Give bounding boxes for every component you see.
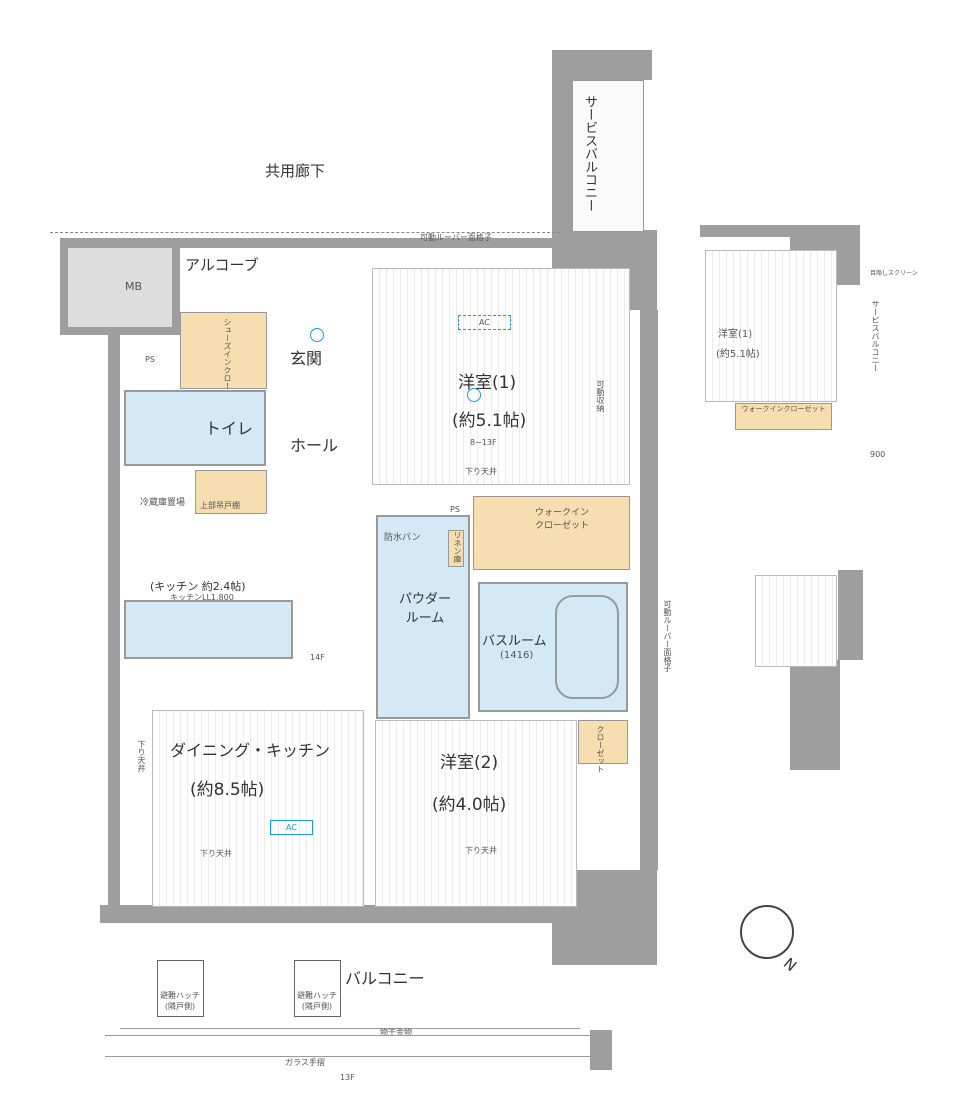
ps-label: PS	[145, 355, 155, 364]
wall	[108, 248, 120, 908]
balcony-label: バルコニー	[345, 969, 425, 988]
wic-label: ウォークインクローゼット	[535, 508, 590, 531]
ps2-label: PS	[450, 505, 460, 514]
upper-cabinet-label: 上部吊戸棚	[200, 501, 240, 510]
louver-label: 可動ルーバー面格子	[420, 233, 492, 242]
hatch2-label: 避難ハッチ(隣戸側)	[297, 991, 337, 1011]
dining-kitchen	[152, 710, 364, 907]
upper-cabinet	[195, 470, 267, 514]
inset-room	[755, 575, 837, 667]
louver-label-2: 可動ルーバー面格子	[663, 600, 672, 672]
ceiling-note: 8~13F	[470, 438, 497, 447]
wall	[100, 905, 640, 923]
western-room-1	[372, 268, 630, 485]
wall	[590, 1030, 612, 1070]
dk-size: (約8.5帖)	[190, 780, 265, 800]
corridor-line	[50, 232, 560, 233]
toilet-room	[124, 390, 266, 466]
western2-name: 洋室(2)	[440, 753, 499, 773]
walk-in-closet	[473, 496, 630, 570]
light-icon	[467, 388, 481, 402]
balcony-area	[120, 923, 580, 1029]
kitchen-counter	[124, 600, 293, 659]
wall	[552, 50, 572, 250]
floor-note-14f: 14F	[310, 653, 325, 662]
ac-unit: AC	[270, 820, 313, 835]
ac-unit: AC	[458, 315, 511, 330]
shoes-closet-label: シューズインクローク	[223, 318, 232, 398]
floor-13f-label: 13F	[340, 1073, 355, 1082]
hall-label: ホール	[290, 436, 339, 455]
bath-size: (1416)	[500, 650, 534, 661]
mb-box	[60, 240, 180, 335]
toilet-label: トイレ	[205, 419, 254, 438]
drying-label: 物干金物	[380, 1028, 412, 1037]
dk-name: ダイニング・キッチン	[170, 741, 331, 760]
powder-label: パウダールーム	[398, 592, 451, 626]
evacuation-hatch[interactable]	[157, 960, 204, 1017]
western2-size: (約4.0帖)	[432, 795, 507, 815]
kitchen-label: (キッチン 約2.4帖)	[150, 580, 246, 593]
mb-label: MB	[125, 280, 143, 293]
glass-rail-label: ガラス手摺	[285, 1058, 325, 1067]
western1-size: (約5.1帖)	[452, 411, 527, 431]
western1-name: 洋室(1)	[458, 373, 517, 393]
lowered-ceiling-note: 下り天井	[200, 849, 232, 858]
inset-service-balcony: サービスバルコニー	[871, 300, 880, 372]
lowered-ceiling-note: 下り天井	[465, 467, 497, 476]
alcove-label: アルコーブ	[185, 256, 259, 274]
inset-wall	[838, 570, 863, 660]
entrance-label: 玄関	[290, 349, 323, 368]
glass-railing	[105, 1035, 595, 1057]
inset-western1-size: (約5.1帖)	[716, 349, 760, 360]
inset-screen-label: 目隠しスクリーン	[870, 270, 918, 277]
waterproof-pan-label: 防水パン	[384, 533, 421, 543]
service-balcony-label: サービスバルコニー	[582, 95, 597, 212]
wall	[60, 238, 640, 248]
compass-icon	[740, 905, 794, 959]
fridge-label: 冷蔵庫置場	[140, 498, 186, 508]
inset-western1-name: 洋室(1)	[718, 329, 753, 340]
lowered-ceiling-note: 下り天井	[465, 846, 497, 855]
corridor-label: 共用廊下	[265, 162, 326, 180]
closet-label: クローゼット	[596, 725, 605, 773]
light-icon	[310, 328, 324, 342]
linen-label: リネン庫	[448, 530, 464, 567]
wall	[640, 310, 658, 870]
inset-wic: ウォークインクローゼット	[735, 403, 832, 430]
bath-label: バスルーム	[482, 634, 547, 649]
bathtub	[555, 595, 619, 699]
lowered-ceiling-note: 下り天井	[137, 740, 146, 772]
inset-wall	[790, 660, 840, 770]
sliding-storage-label: 可動収納	[596, 380, 605, 412]
inset-western-room-1	[705, 250, 837, 402]
service-balcony-area	[572, 80, 644, 232]
hatch1-label: 避難ハッチ(隣戸側)	[160, 991, 200, 1011]
shoes-closet	[180, 312, 267, 389]
inset-dimension: 900	[870, 450, 886, 459]
western-room-2	[375, 720, 577, 907]
closet	[578, 720, 628, 764]
north-label: N	[780, 953, 801, 975]
kitchen-length: キッチンLL1,800	[170, 593, 234, 602]
evacuation-hatch[interactable]	[294, 960, 341, 1017]
